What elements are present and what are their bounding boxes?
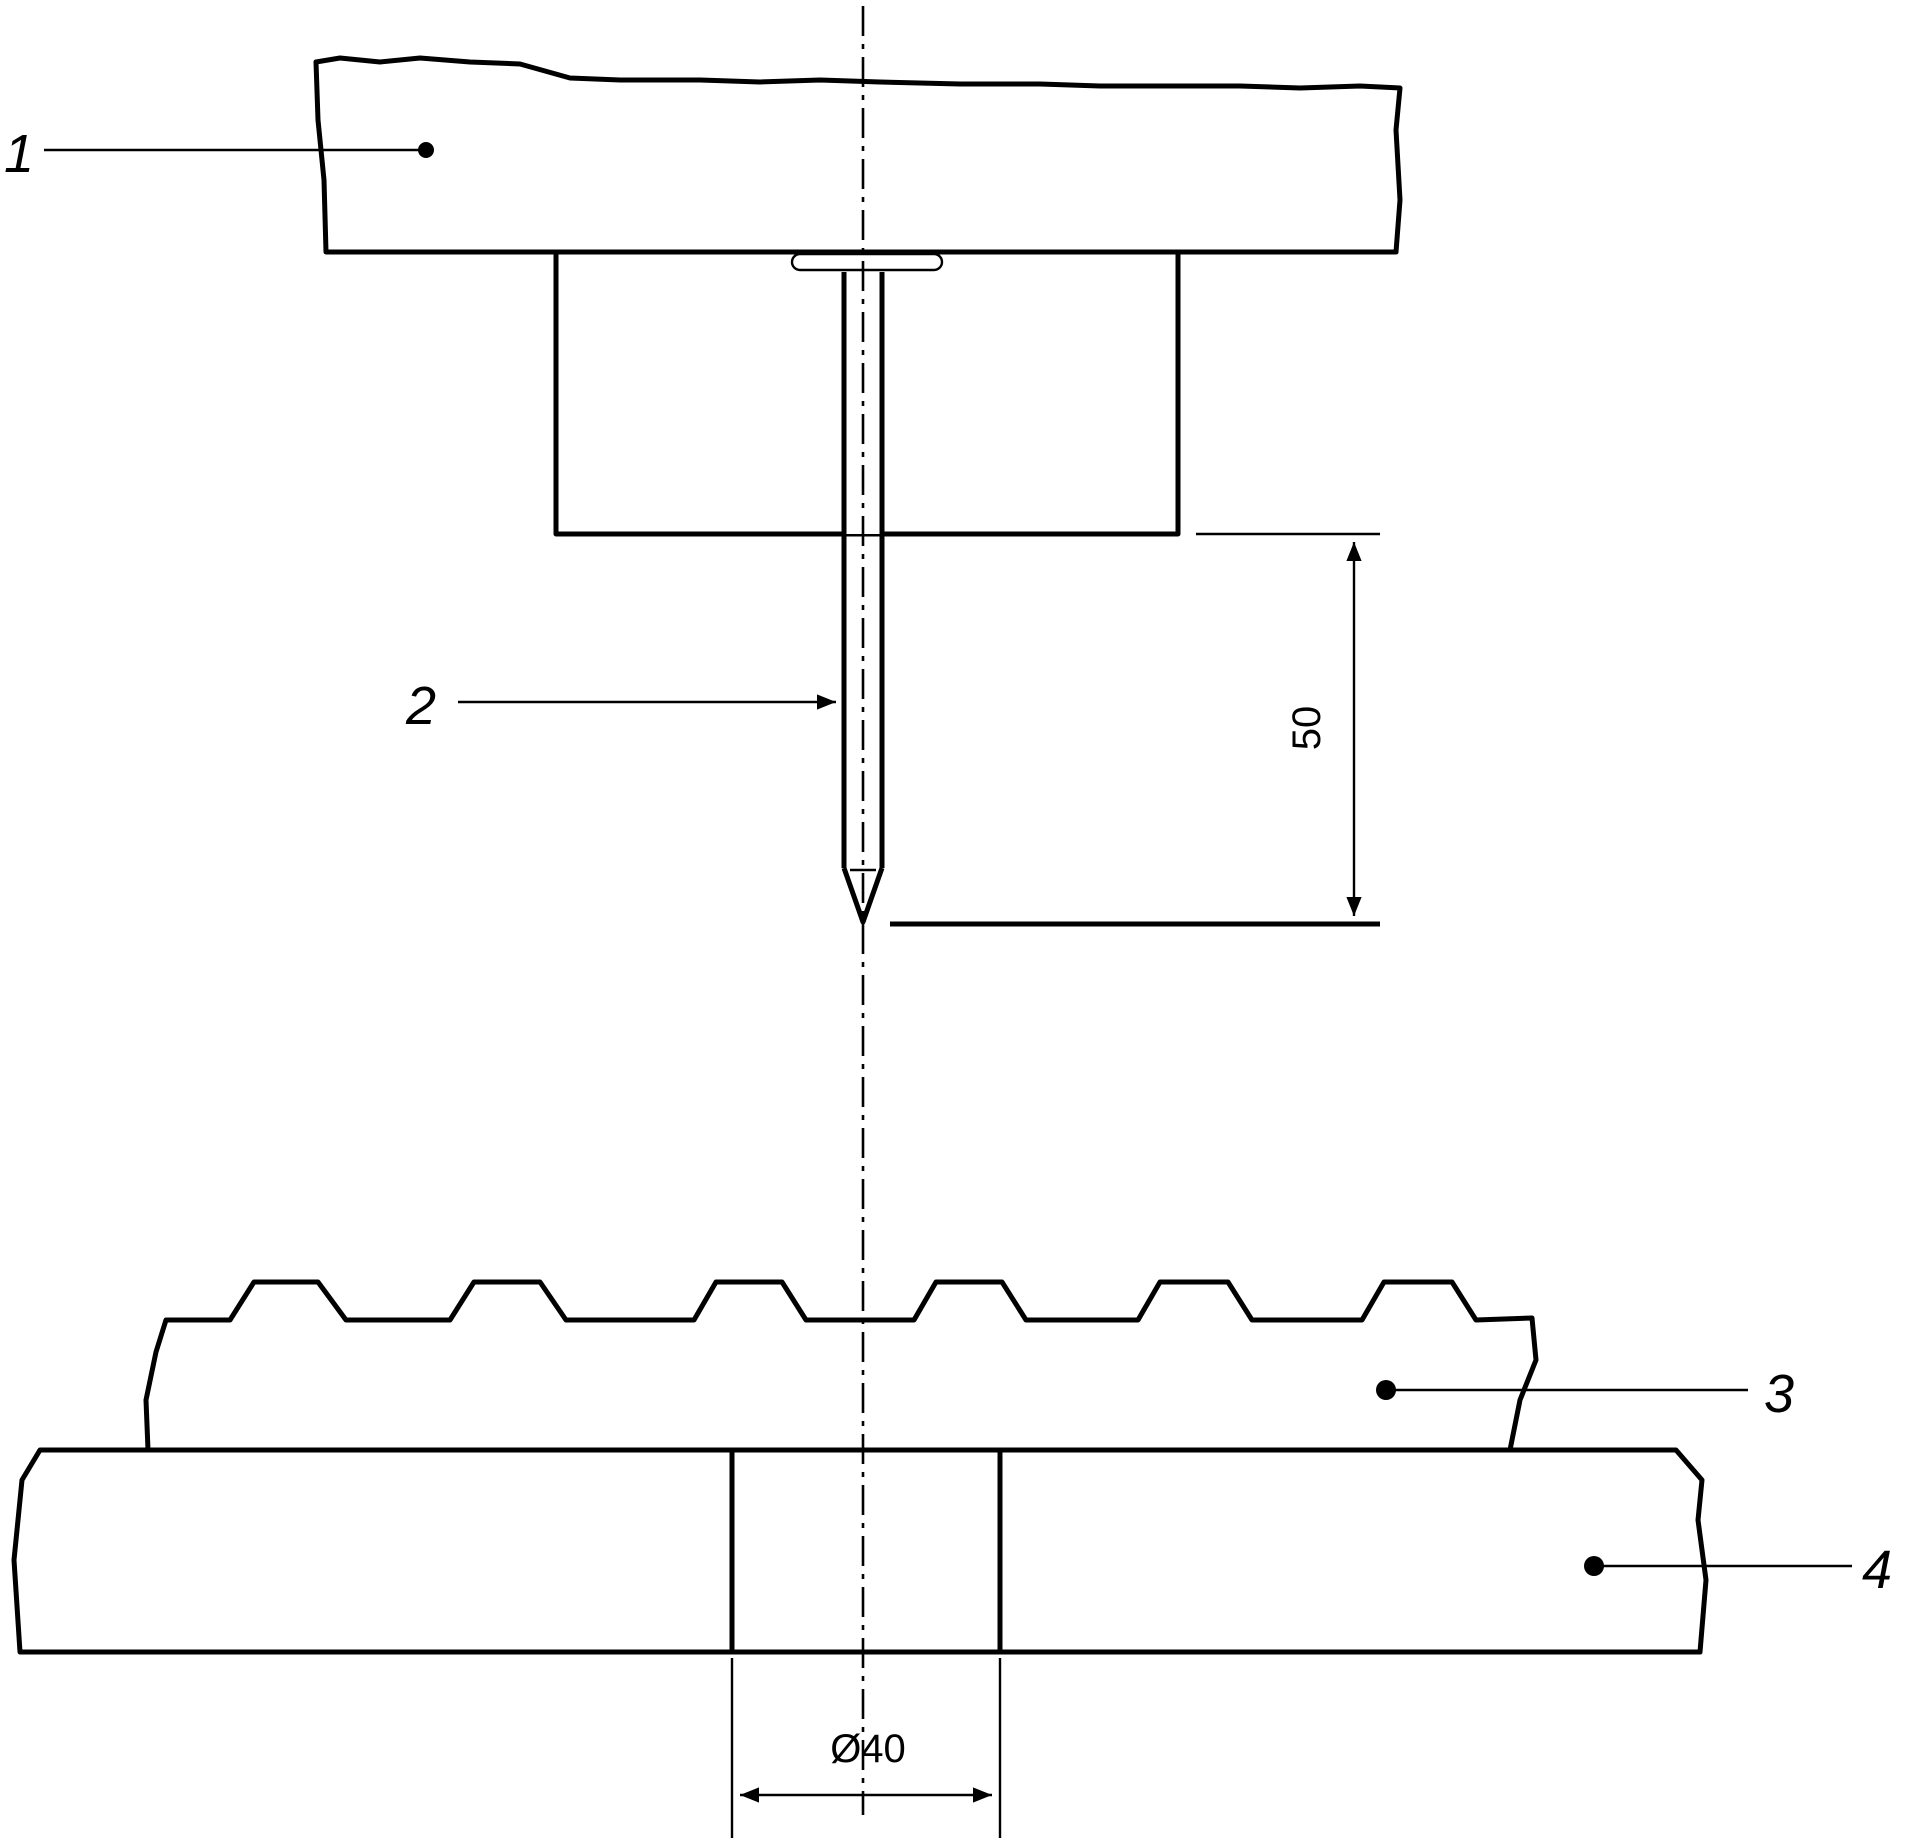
support-plate (11, 1447, 1709, 1655)
needle (841, 272, 885, 925)
dimension-projection: 50 (890, 532, 1380, 927)
callout-4-label: 4 (1862, 1540, 1892, 1600)
callout-1: 1 (4, 124, 434, 184)
callout-4: 4 (1584, 1540, 1892, 1600)
dimension-projection-text: 50 (1285, 706, 1329, 751)
callout-3-label: 3 (1764, 1364, 1794, 1424)
callout-1-label: 1 (4, 124, 34, 184)
needle-holder-block (553, 249, 1181, 537)
dimension-hole-diameter-text: Ø40 (830, 1727, 906, 1771)
callout-3: 3 (1376, 1364, 1794, 1424)
dimension-hole-diameter: Ø40 (730, 1658, 1002, 1838)
upper-plate (313, 55, 1403, 255)
callout-2: 2 (405, 676, 836, 736)
callout-2-label: 2 (405, 676, 436, 736)
corrugated-sample (143, 1279, 1539, 1453)
